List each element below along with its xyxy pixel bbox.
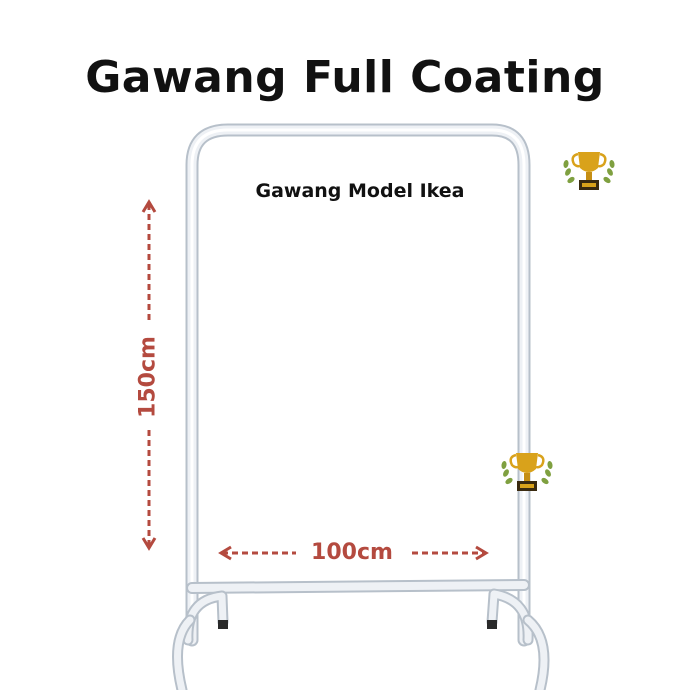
foot-cap xyxy=(487,620,497,629)
trophy-icon xyxy=(563,152,615,190)
width-dimension-label: 100cm xyxy=(311,540,393,565)
height-arrow xyxy=(141,199,157,551)
foot-cap xyxy=(218,620,228,629)
page-title: Gawang Full Coating xyxy=(85,52,605,103)
trophy-icon xyxy=(501,453,553,491)
width-arrow xyxy=(218,545,489,561)
height-dimension-label: 150cm xyxy=(135,336,161,418)
model-label: Gawang Model Ikea xyxy=(255,180,465,202)
